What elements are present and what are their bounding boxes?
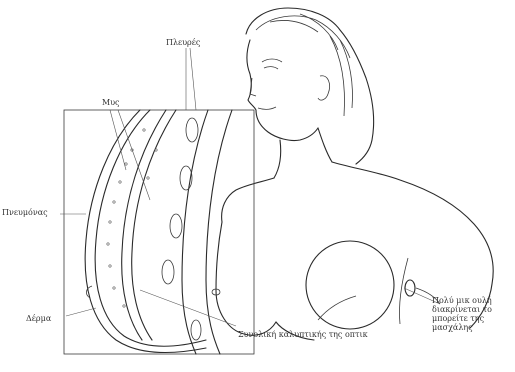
scar-note-label: Πολύ μικ ουλή διακρίνεται το μπορείτε τη…: [432, 296, 492, 332]
ribs-label: Πλευρές: [166, 38, 200, 47]
implant-position-label: Συνολική καλυπτικής της οπτικ: [238, 330, 368, 339]
skin-label: Δέρμα: [26, 314, 51, 323]
chest-wall-label: Πνευμόνας: [2, 208, 48, 217]
woman-figure: [246, 8, 374, 178]
muscle-label: Μυς: [102, 98, 120, 107]
